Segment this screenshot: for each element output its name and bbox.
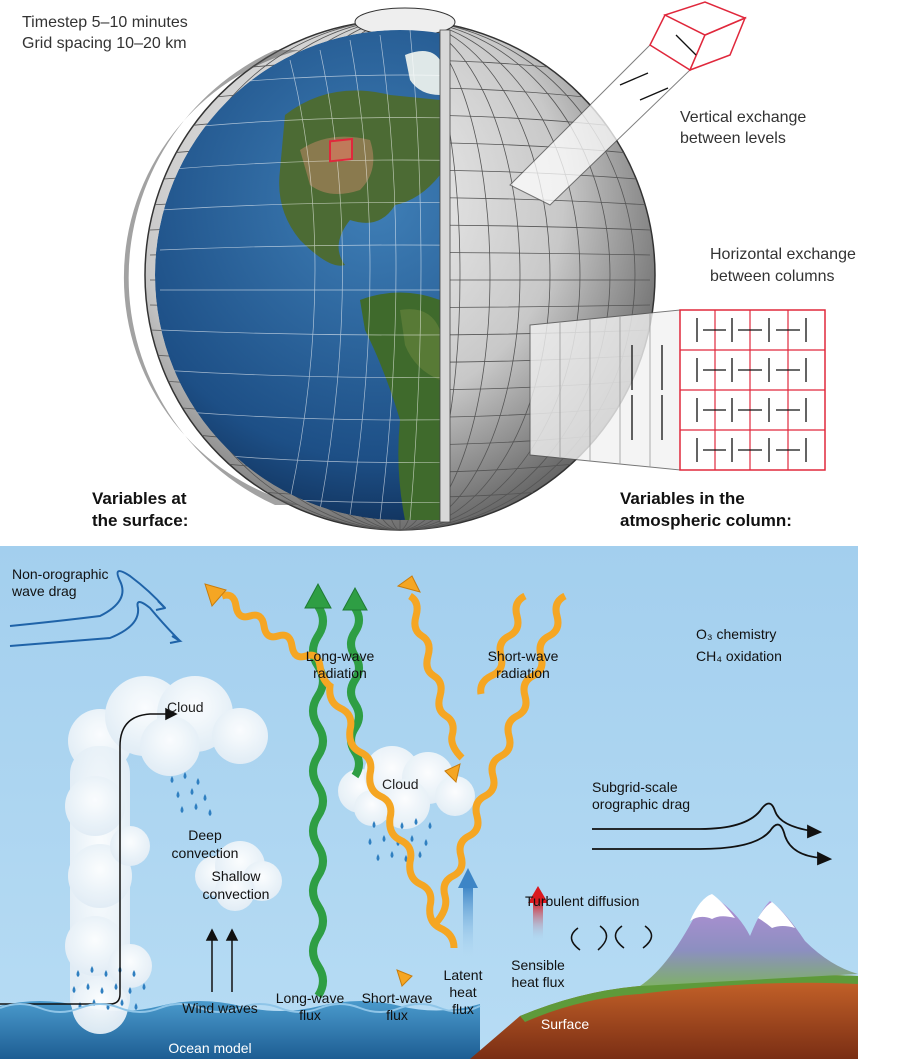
variables-column-label-1: Variables in the (620, 489, 745, 508)
variables-surface-label-1: Variables at (92, 489, 187, 508)
cloud-center-label: Cloud (382, 776, 419, 792)
vertical-exchange-label-1: Vertical exchange (680, 109, 807, 126)
deep-convection-arrow (0, 707, 178, 1005)
shallow-convection-label-1: Shallow (211, 868, 261, 884)
shortwave-flux-label-2: flux (386, 1007, 408, 1023)
horizontal-exchange-label-1: Horizontal exchange (710, 246, 856, 263)
processes-panel (0, 546, 858, 1059)
shortwave-arrowheads (204, 575, 461, 987)
latent-heat-arrow (458, 868, 478, 956)
shortwave-flux-label-1: Short-wave (361, 990, 433, 1006)
sensible-heat-arrow (528, 886, 548, 941)
longwave-radiation-label-1: Long-wave (305, 648, 375, 664)
o3-chemistry-label: O₃ chemistry (696, 626, 777, 642)
land-surface (470, 974, 858, 1059)
non-orographic-label-2: wave drag (12, 583, 77, 599)
ch4-oxidation-label: CH₄ oxidation (696, 648, 782, 664)
sensible-heat-label-1: Sensible (511, 957, 565, 973)
longwave-arrowheads (304, 582, 368, 611)
timestep-label: Timestep 5–10 minutes (22, 14, 188, 31)
mountains (640, 897, 858, 986)
shortwave-radiation-label-2: radiation (496, 665, 550, 681)
subgrid-drag-arrows (592, 802, 833, 866)
shortwave-radiation-label-1: Short-wave (487, 648, 559, 664)
earth-surface (155, 30, 440, 520)
turbulent-diffusion-swirls (570, 925, 653, 951)
non-orographic-drag-arrows (9, 570, 183, 647)
horizontal-exchange-block (529, 309, 826, 471)
variables-column-label-2: atmospheric column: (620, 511, 792, 530)
shortwave-radiation-arrows (220, 591, 567, 949)
sensible-heat-label-2: heat flux (511, 974, 565, 990)
center-cloud (338, 746, 475, 829)
longwave-flux-label-1: Long-wave (275, 990, 345, 1006)
longwave-flux-label-2: flux (299, 1007, 321, 1023)
vertical-exchange-label-2: between levels (680, 130, 786, 147)
shallow-convection-label-2: convection (202, 886, 270, 902)
deep-convection-label-1: Deep (188, 827, 222, 843)
surface-label: Surface (540, 1016, 590, 1032)
cloud-left-label: Cloud (167, 699, 204, 715)
wind-waves-label: Wind waves (182, 1000, 258, 1016)
non-orographic-label-1: Non-orographic (12, 566, 109, 582)
horizontal-exchange-label-2: between columns (710, 268, 835, 285)
deep-convection-label-2: convection (171, 845, 239, 861)
ocean-wave-line (0, 1003, 481, 1013)
grid-spacing-label: Grid spacing 10–20 km (22, 35, 187, 52)
ocean-model-label: Ocean model (168, 1040, 252, 1056)
deep-convection-cloud (65, 676, 268, 1034)
globe-illustration (123, 1, 826, 531)
turbulent-diffusion-label: Turbulent diffusion (525, 893, 640, 909)
shallow-convection-arrows (205, 928, 239, 992)
subgrid-label-2: orographic drag (592, 796, 691, 812)
vertical-exchange-column (509, 1, 747, 206)
shallow-convection-cloud (195, 841, 282, 911)
subgrid-label-1: Subgrid-scale (592, 779, 678, 795)
latent-heat-label-3: flux (452, 1001, 474, 1017)
latent-heat-label-2: heat (449, 984, 477, 1000)
variables-surface-label-2: the surface: (92, 511, 189, 530)
highlighted-cell (329, 137, 353, 163)
longwave-radiation-label-2: radiation (313, 665, 367, 681)
latent-heat-label-1: Latent (443, 967, 483, 983)
